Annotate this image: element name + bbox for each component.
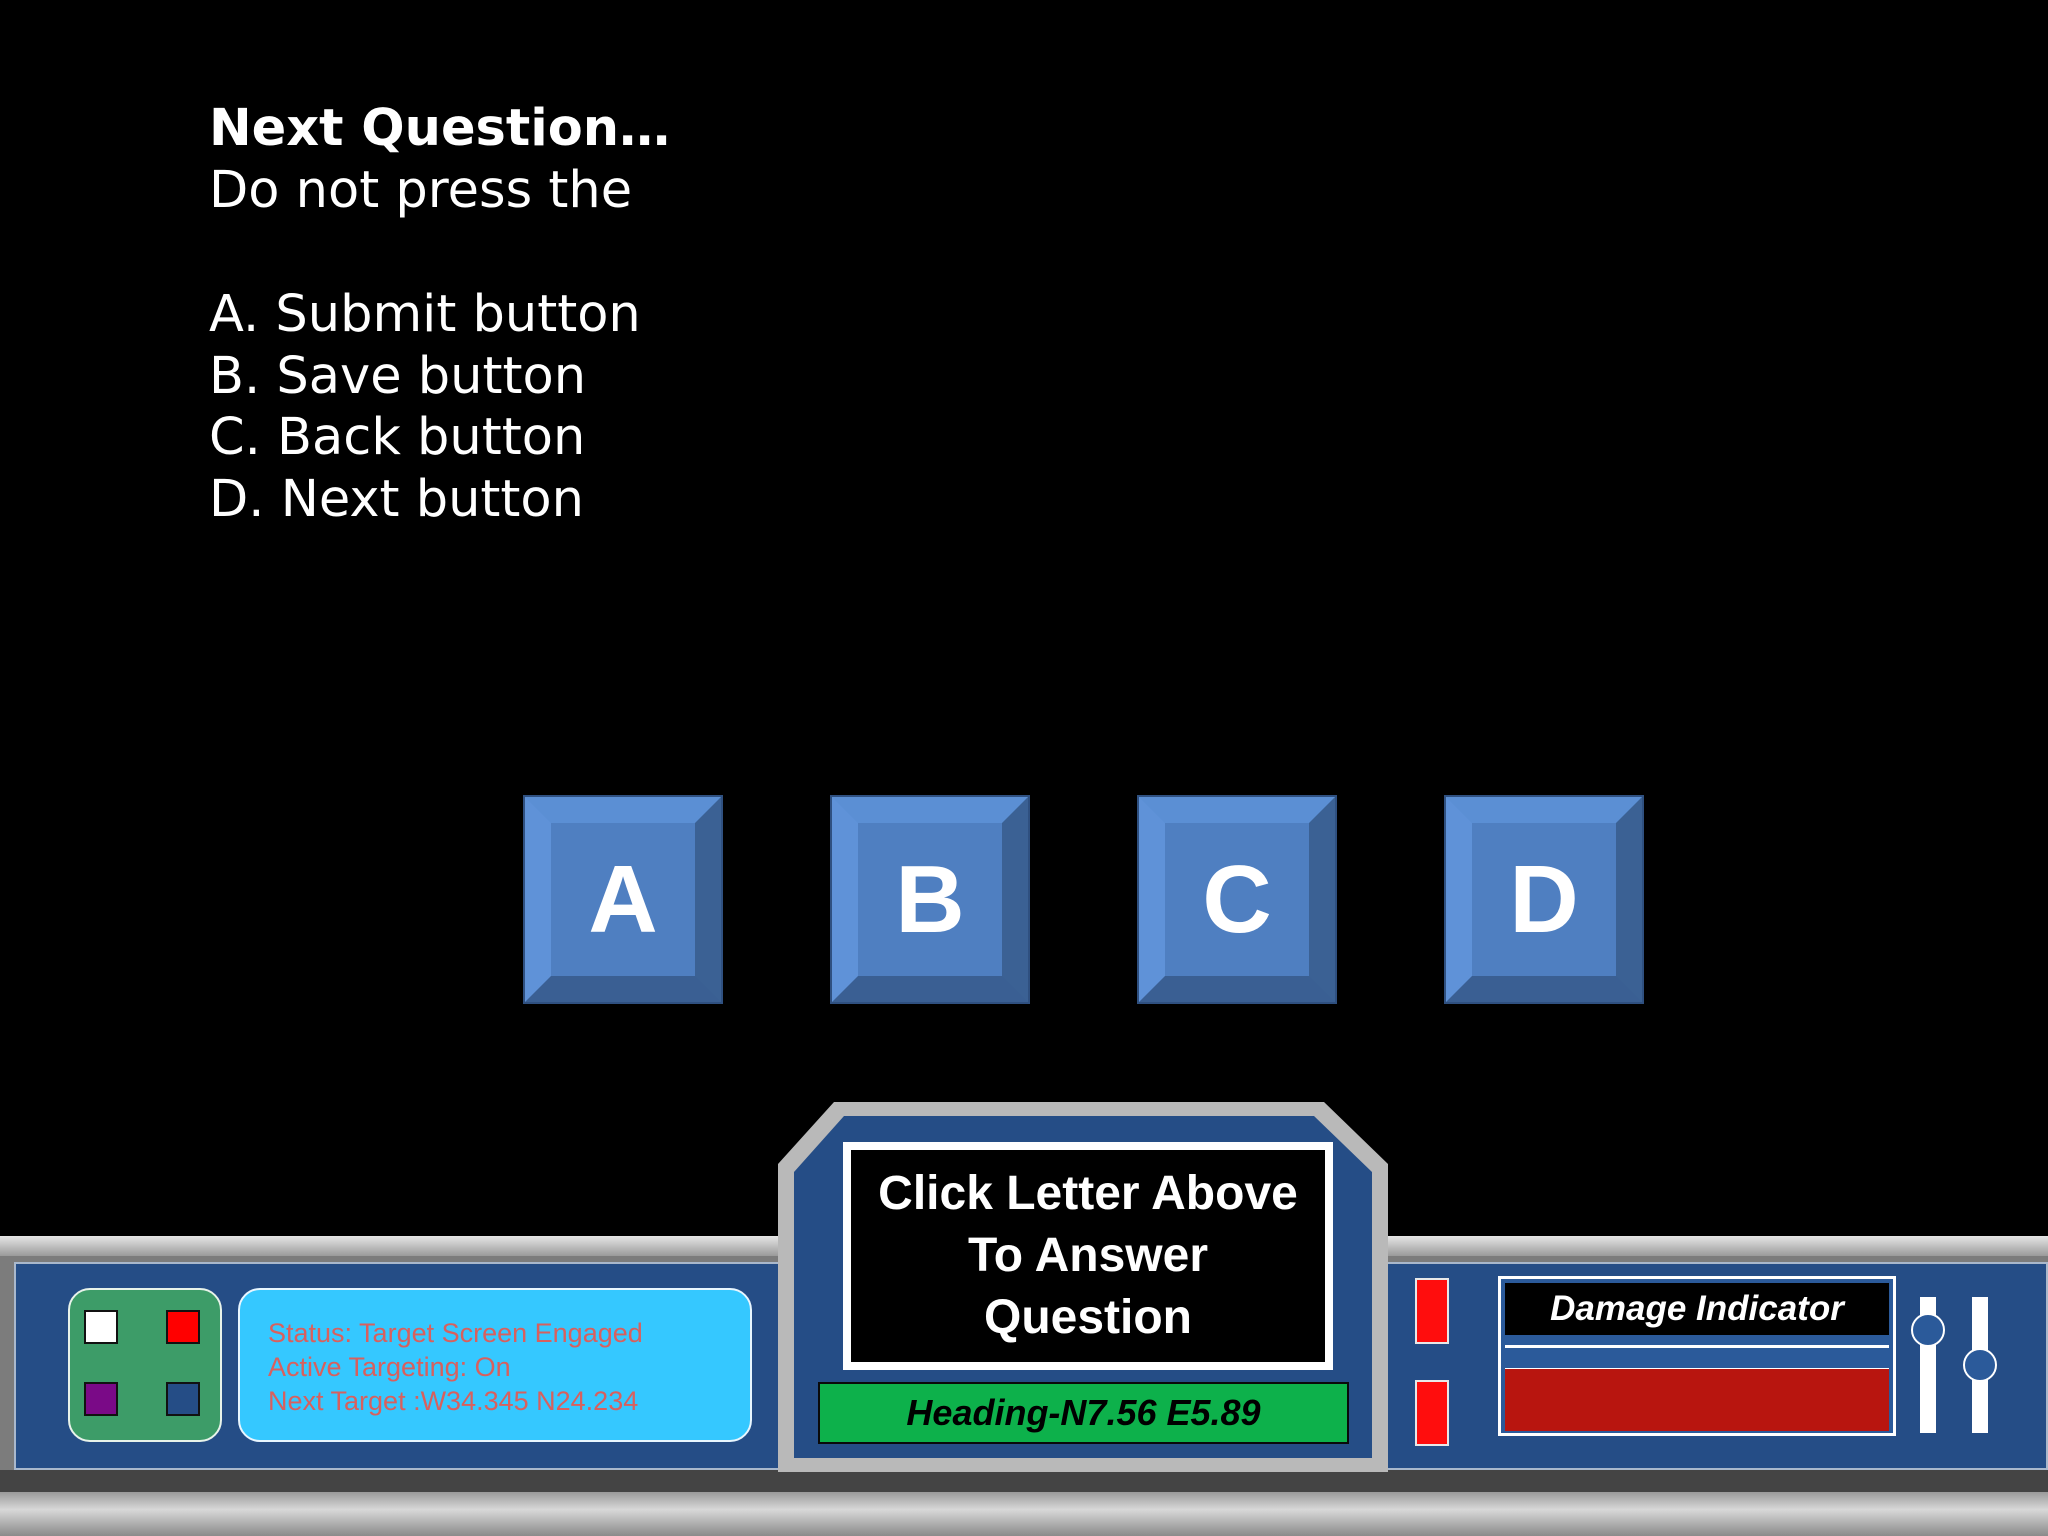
indicator-light-panel xyxy=(68,1288,222,1442)
answer-c-button[interactable]: C xyxy=(1137,795,1337,1004)
status-line: Next Target :W34.345 N24.234 xyxy=(268,1386,639,1416)
option-a-text: A. Submit button xyxy=(209,285,641,344)
damage-indicator-label-box: Damage Indicator xyxy=(1505,1283,1889,1335)
answer-d-button[interactable]: D xyxy=(1444,795,1644,1004)
answer-b-button[interactable]: B xyxy=(830,795,1030,1004)
screen-line: Click Letter Above xyxy=(878,1167,1298,1220)
damage-level-fill xyxy=(1505,1369,1889,1431)
option-c-text: C. Back button xyxy=(209,408,586,467)
answer-a-label: A xyxy=(588,845,658,953)
option-d-text: D. Next button xyxy=(209,469,584,529)
damage-indicator-label: Damage Indicator xyxy=(1550,1289,1844,1328)
screen-line: Question xyxy=(983,1291,1192,1344)
screen-line: To Answer xyxy=(967,1229,1208,1282)
damage-indicator-panel: Damage Indicator xyxy=(1498,1276,1896,1436)
status-panel: Status: Target Screen Engaged Active Tar… xyxy=(238,1288,752,1442)
console-bottom-rail xyxy=(0,1492,2048,1536)
heading-readout: Heading-N7.56 E5.89 xyxy=(818,1382,1349,1444)
question-heading: Next Question… xyxy=(209,99,671,158)
answer-d-label: D xyxy=(1509,845,1579,953)
damage-meter-divider xyxy=(1505,1345,1889,1371)
option-b-text: B. Save button xyxy=(209,346,587,406)
warning-led xyxy=(1415,1278,1449,1344)
indicator-light xyxy=(166,1382,200,1416)
slider-handle[interactable] xyxy=(1963,1348,1997,1382)
heading-readout-text: Heading-N7.56 E5.89 xyxy=(906,1392,1261,1433)
indicator-light xyxy=(84,1310,118,1344)
console-strip xyxy=(0,1470,2048,1492)
status-line: Active Targeting: On xyxy=(268,1352,511,1382)
answer-b-label: B xyxy=(895,845,965,953)
indicator-light xyxy=(84,1382,118,1416)
answer-a-button[interactable]: A xyxy=(523,795,723,1004)
status-line: Status: Target Screen Engaged xyxy=(268,1318,643,1348)
answer-c-label: C xyxy=(1202,845,1272,953)
indicator-light xyxy=(166,1310,200,1344)
warning-led xyxy=(1415,1380,1449,1446)
question-prompt: Do not press the xyxy=(209,161,633,220)
instruction-screen: Click Letter Above To Answer Question xyxy=(843,1142,1333,1370)
slider-handle[interactable] xyxy=(1911,1313,1945,1347)
question-block: Next Question… Do not press the A. Submi… xyxy=(209,98,670,530)
